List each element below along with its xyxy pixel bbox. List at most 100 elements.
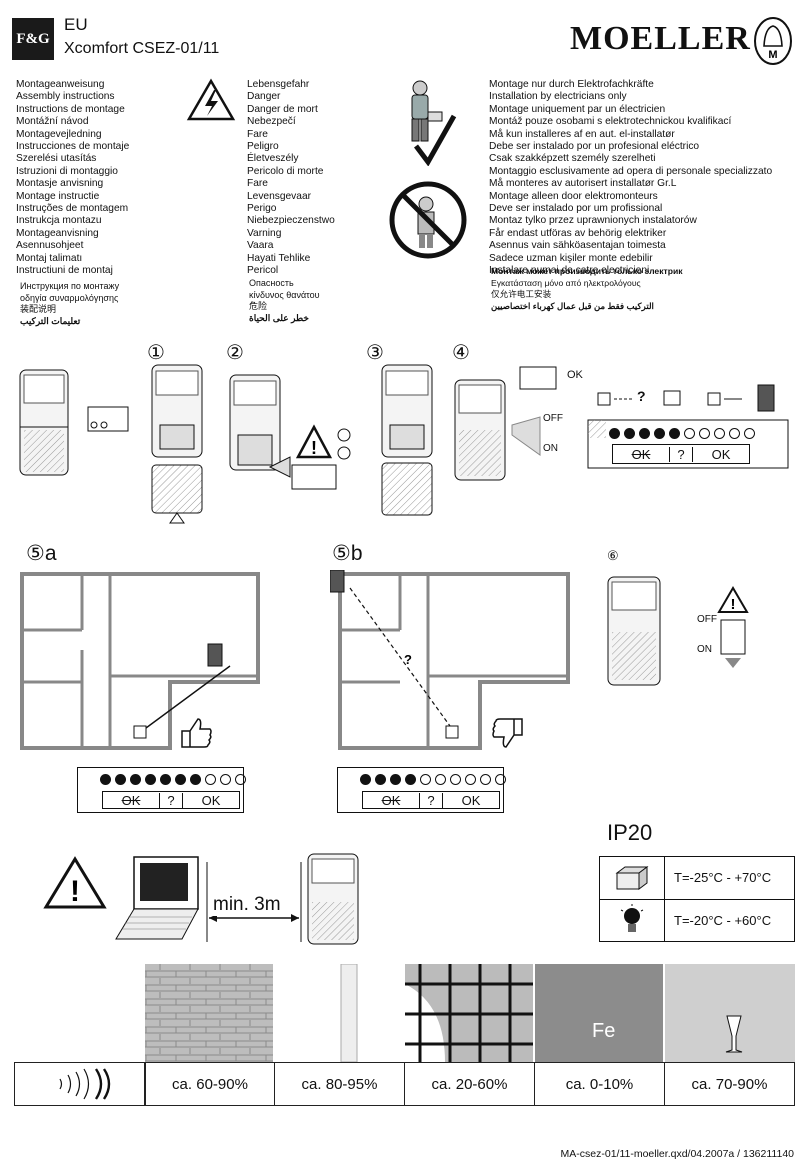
device-illustration [307, 853, 359, 945]
led-off-icon [684, 428, 695, 439]
ok-signal-label: OK [201, 792, 221, 808]
list-item: Szerelési utasítás [16, 153, 97, 165]
list-item: Peligro [247, 141, 279, 153]
materials-images [145, 964, 795, 1062]
list-item: Fare [247, 128, 268, 140]
on-label: ON [543, 443, 558, 454]
fe-label: Fe [592, 1020, 616, 1042]
led-on-icon [130, 774, 141, 785]
led-on-icon [405, 774, 416, 785]
electrician-list-extra: Монтаж может производить только электрик… [491, 266, 683, 312]
storage-row: T=-25°C - +70°C [600, 857, 794, 900]
step3-illustration [381, 364, 433, 516]
list-item: Lebensgefahr [247, 79, 310, 90]
list-item: Assembly instructions [16, 91, 115, 103]
attenuation-metal: ca. 0-10% [534, 1062, 665, 1106]
list-item: Varning [247, 227, 282, 239]
list-item: Instrucciones de montaje [16, 141, 130, 153]
list-item: Nebezpečí [247, 116, 296, 128]
list-item: Vaara [247, 240, 274, 252]
list-item: Må monteres av autorisert installatør Gr… [489, 178, 677, 190]
led-on-icon [609, 428, 620, 439]
list-item: Montage nur durch Elektrofachkräfte [489, 79, 654, 90]
operation-temp: T=-20°C - +60°C [674, 913, 772, 928]
list-item: Montage instructie [16, 190, 100, 202]
led-on-icon [390, 774, 401, 785]
list-item: Montageanvisning [16, 227, 99, 239]
list-item: Niebezpieczenstwo [247, 215, 335, 227]
signal-waves-cell [14, 1062, 145, 1106]
list-item: κίνδυνος θανάτου [249, 289, 320, 300]
list-item: Csak szakképzett személy szerelheti [489, 153, 656, 165]
step-3-label: ③ [366, 342, 384, 364]
step1-illustration [151, 364, 203, 524]
high-voltage-warning-icon [186, 78, 236, 121]
led-off-icon [465, 774, 476, 785]
battery-illustration [87, 406, 129, 432]
list-item: Må kun installeres af en aut. el-install… [489, 128, 675, 140]
thumbs-down-icon [492, 718, 523, 748]
instructions-list: Montageanweisung Assembly instructions I… [16, 79, 129, 278]
led-bar-5b [360, 774, 506, 785]
danger-list-extra: Опасность κίνδυνος θανάτου 危险 خطر على ال… [249, 278, 320, 324]
list-item: Instructions de montage [16, 103, 125, 115]
list-item: Asennusohjeet [16, 240, 84, 252]
list-item: التركيب فقط من قبل عمال كهرباء اختصاصيين [491, 300, 654, 311]
checkmark-icon [414, 114, 457, 166]
list-item: Монтаж может производить только электрик [491, 266, 683, 276]
list-item: Debe ser instalado por un profesional el… [489, 141, 700, 153]
fg-logo: F&G [12, 18, 54, 60]
list-item: Montaj talimatı [16, 252, 83, 264]
list-item: Montage uniquement par un électricien [489, 103, 666, 115]
question-label: ? [419, 792, 443, 808]
list-item: Hayati Tehlike [247, 252, 311, 264]
question-label: ? [669, 446, 693, 462]
list-item: Опасность [249, 278, 294, 288]
led-bar [609, 428, 779, 439]
off-label: OFF [543, 413, 563, 424]
list-item: Danger de mort [247, 103, 318, 115]
led-off-icon [450, 774, 461, 785]
svg-text:!: ! [70, 875, 80, 908]
list-item: Levensgevaar [247, 190, 312, 202]
led-panel-5a [77, 767, 244, 813]
brand-logo: MOELLER [570, 20, 751, 58]
led-off-icon [205, 774, 216, 785]
list-item: Montagevejledning [16, 128, 102, 140]
led-off-icon [495, 774, 506, 785]
list-item: Asennus vain sähköasentajan toimesta [489, 240, 666, 252]
step2-illustration: ! [229, 374, 351, 490]
list-item: تعليمات التركيب [20, 315, 81, 326]
metal-image [535, 964, 663, 1062]
moeller-bell-icon: M [754, 17, 792, 65]
brick-wall-image [145, 964, 273, 1062]
led-off-icon [235, 774, 246, 785]
step6-illustration: ! [607, 576, 749, 686]
glass-image [665, 964, 795, 1062]
temperature-table: T=-25°C - +70°C T=-20°C - +60°C [599, 856, 795, 942]
reinforced-concrete-image [405, 964, 533, 1062]
product-title: Xcomfort CSEZ-01/11 [64, 40, 220, 57]
list-item: Montasje anvisning [16, 178, 104, 190]
warning-triangle-icon [717, 586, 749, 613]
led-off-icon [220, 774, 231, 785]
lightbulb-icon [600, 900, 665, 941]
led-on-icon [639, 428, 650, 439]
step-6-label: ⑥ [607, 548, 619, 563]
brand-name: MOELLER [570, 20, 751, 57]
list-item: Sadece uzman kişiler monte edebilir [489, 252, 653, 264]
led-on-icon [190, 774, 201, 785]
ok-signal-label: OK [711, 446, 731, 462]
svg-text:!: ! [731, 596, 736, 613]
svg-text:M: M [768, 49, 777, 61]
electrician-list: Montage nur durch Elektrofachkräfte Inst… [489, 79, 772, 278]
list-item: Инструкция по монтажу [20, 281, 120, 291]
notok-label: OK [121, 792, 141, 808]
led-off-icon [744, 428, 755, 439]
list-item: οδηγία συναρμολόγησης [20, 292, 119, 303]
attenuation-plasterboard: ca. 80-95% [274, 1062, 405, 1106]
fg-logo-text: F&G [16, 30, 50, 47]
step6-on-label: ON [697, 644, 712, 655]
operation-row: T=-20°C - +60°C [600, 900, 794, 941]
warning-triangle-icon [295, 424, 333, 459]
